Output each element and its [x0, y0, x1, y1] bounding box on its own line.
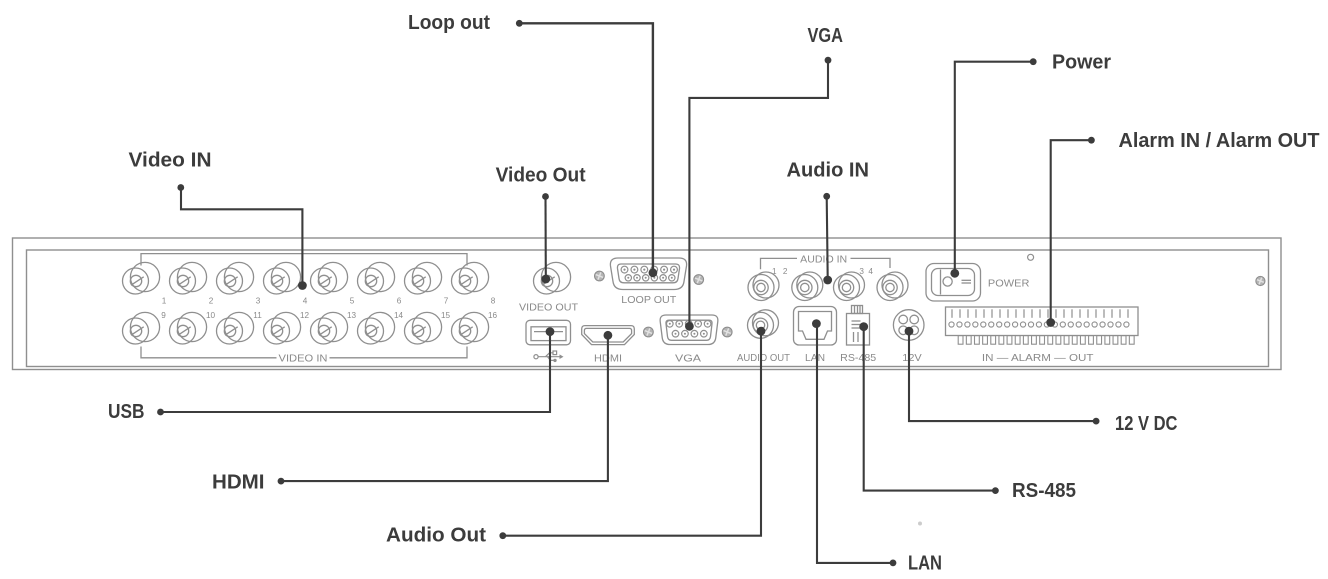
- svg-text:VGA: VGA: [808, 24, 844, 47]
- svg-text:3: 3: [859, 267, 864, 276]
- svg-text:8: 8: [491, 297, 496, 306]
- svg-text:4: 4: [303, 297, 308, 306]
- svg-text:16: 16: [488, 311, 498, 320]
- svg-text:11: 11: [253, 311, 262, 320]
- svg-text:9: 9: [161, 311, 166, 320]
- svg-text:VIDEO IN: VIDEO IN: [279, 353, 328, 365]
- svg-text:3: 3: [256, 297, 261, 306]
- svg-text:LAN: LAN: [908, 552, 942, 575]
- svg-text:14: 14: [394, 311, 404, 320]
- svg-text:LAN: LAN: [805, 352, 825, 364]
- svg-text:12 V DC: 12 V DC: [1115, 412, 1178, 435]
- svg-text:7: 7: [444, 297, 449, 306]
- svg-text:Loop out: Loop out: [408, 11, 490, 34]
- svg-text:RS-485: RS-485: [1012, 479, 1076, 502]
- svg-text:4: 4: [868, 267, 873, 276]
- svg-text:Video Out: Video Out: [496, 164, 586, 187]
- svg-text:Power: Power: [1052, 50, 1111, 73]
- svg-text:VGA: VGA: [675, 353, 701, 365]
- svg-text:12: 12: [300, 311, 310, 320]
- svg-text:Audio Out: Audio Out: [386, 524, 486, 547]
- svg-text:1: 1: [772, 267, 777, 276]
- svg-text:Audio IN: Audio IN: [787, 159, 870, 182]
- svg-text:POWER: POWER: [988, 278, 1030, 290]
- svg-text:5: 5: [350, 297, 355, 306]
- svg-text:Alarm IN / Alarm OUT: Alarm IN / Alarm OUT: [1119, 129, 1320, 152]
- svg-text:USB: USB: [108, 400, 145, 423]
- svg-text:RS-485: RS-485: [840, 352, 876, 364]
- svg-text:12V: 12V: [902, 352, 922, 364]
- svg-text:6: 6: [397, 297, 402, 306]
- svg-text:AUDIO OUT: AUDIO OUT: [737, 352, 791, 364]
- svg-text:1: 1: [162, 297, 167, 306]
- svg-text:VIDEO OUT: VIDEO OUT: [519, 302, 579, 314]
- svg-text:IN — ALARM — OUT: IN — ALARM — OUT: [982, 352, 1094, 364]
- svg-text:HDMI: HDMI: [212, 471, 265, 494]
- svg-text:2: 2: [209, 297, 214, 306]
- svg-text:10: 10: [206, 311, 216, 320]
- svg-text:LOOP OUT: LOOP OUT: [621, 294, 677, 306]
- svg-text:2: 2: [783, 267, 788, 276]
- svg-text:Video IN: Video IN: [129, 149, 212, 172]
- svg-text:13: 13: [347, 311, 357, 320]
- svg-text:AUDIO IN: AUDIO IN: [800, 254, 847, 266]
- svg-text:15: 15: [441, 311, 451, 320]
